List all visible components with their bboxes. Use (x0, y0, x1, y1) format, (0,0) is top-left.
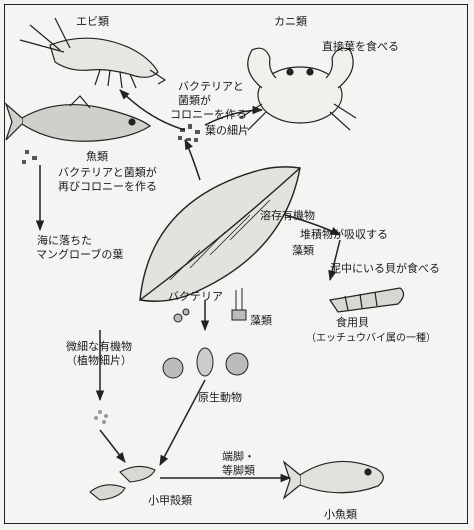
label-edible-shell: 食用貝 (336, 316, 369, 329)
label-algae-2: 藻類 (250, 314, 272, 327)
fine-organic-matter (94, 410, 108, 424)
crab-illustration (239, 47, 357, 131)
label-edible-shell-sub: （エッチュウバイ属の一種） (306, 333, 436, 344)
fish-illustration (4, 95, 152, 142)
protozoa-illustration (162, 347, 249, 379)
label-crab-eat: 直接葉を食べる (322, 40, 399, 53)
label-recolony-1: バクテリアと菌類が (58, 166, 157, 179)
label-bacteria-colony-1: バクテリアと (178, 80, 244, 93)
flow-arrows (35, 89, 341, 483)
label-algae-1: 藻類 (292, 244, 314, 257)
label-crab: カニ類 (274, 15, 307, 28)
label-fine-organic-2: （植物細片） (66, 354, 132, 367)
small-fish-illustration (282, 460, 384, 500)
microorganisms (173, 288, 247, 323)
label-bacteria: バクテリア (168, 290, 223, 303)
label-bacteria-colony-3: コロニーを作る (170, 108, 247, 121)
label-fallen-leaf-1: 海に落ちた (37, 234, 92, 247)
label-protozoa: 原生動物 (198, 391, 242, 404)
label-fish: 魚類 (86, 150, 108, 163)
label-copepod-1: 端脚・ (222, 450, 255, 463)
label-shrimp: エビ類 (76, 15, 109, 28)
label-mud-shell: 泥中にいる貝が食べる (330, 262, 440, 275)
label-recolony-2: 再びコロニーを作る (58, 180, 157, 193)
small-crustacean-illustration (89, 465, 156, 501)
edible-shell-illustration (328, 287, 405, 313)
label-dissolved: 溶存有機物 (260, 209, 315, 222)
label-fine-organic-1: 微細な有機物 (66, 340, 132, 353)
shrimp-illustration (19, 17, 167, 89)
diagram-frame (4, 4, 468, 524)
label-fallen-leaf-2: マングローブの葉 (36, 248, 124, 261)
label-copepod-2: 等脚類 (222, 464, 255, 477)
label-leaf-fragment: 葉の細片 (205, 124, 249, 137)
label-bacteria-colony-2: 菌類が (178, 94, 211, 107)
label-small-fish: 小魚類 (324, 508, 357, 521)
mangrove-leaf-illustration (139, 166, 301, 302)
label-sediment: 堆積物が吸収する (300, 228, 388, 241)
label-small-crustacean: 小甲殻類 (148, 494, 192, 507)
